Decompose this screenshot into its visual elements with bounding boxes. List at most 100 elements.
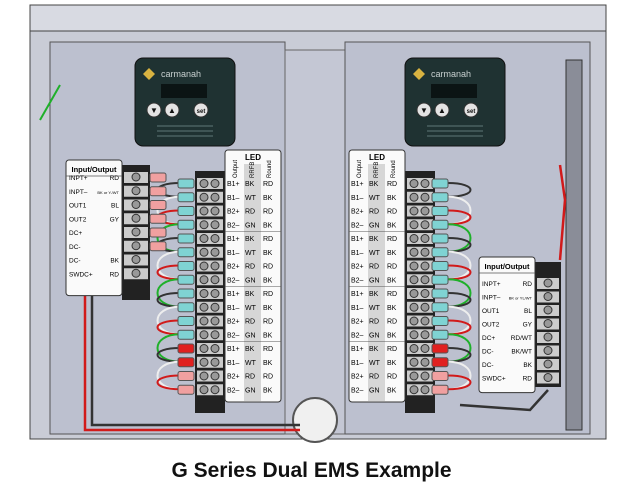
terminal-screw-icon[interactable] [199,371,209,381]
terminal-screw-icon[interactable] [210,330,220,340]
terminal-screw-icon[interactable] [409,385,419,395]
wire-ferrule [177,343,195,354]
terminal-screw-icon[interactable] [420,385,430,395]
terminal-screw-icon[interactable] [420,192,430,202]
terminal [407,329,433,341]
led-row-cell: B2– [351,277,364,284]
terminal-screw-icon[interactable] [199,261,209,271]
terminal-screw-icon[interactable] [543,346,553,355]
terminal-screw-icon[interactable] [543,305,553,315]
controller-button-down[interactable] [416,102,432,118]
terminal-screw-icon[interactable] [543,278,553,288]
terminal-screw-icon[interactable] [420,179,430,188]
terminal-screw-icon[interactable] [420,357,430,367]
terminal-screw-icon[interactable] [199,344,209,353]
led-row-cell: B2– [351,222,364,229]
terminal-screw-icon[interactable] [409,316,419,326]
led-row-cell: BK [369,346,379,353]
terminal-screw-icon[interactable] [210,261,220,271]
terminal-screw-icon[interactable] [543,332,553,342]
terminal-screw-icon[interactable] [409,344,419,353]
io-row-terminal: DC- [69,258,81,265]
terminal-screw-icon[interactable] [210,192,220,202]
terminal-screw-icon[interactable] [131,268,141,278]
terminal-screw-icon[interactable] [210,316,220,326]
terminal-screw-icon[interactable] [199,316,209,326]
terminal-screw-icon[interactable] [409,234,419,243]
terminal-screw-icon[interactable] [420,302,430,312]
controller-button-up[interactable] [434,102,450,118]
terminal-screw-icon[interactable] [199,234,209,243]
terminal-screw-icon[interactable] [131,255,141,264]
terminal-screw-icon[interactable] [543,319,553,328]
terminal-screw-icon[interactable] [199,206,209,216]
terminal-screw-icon[interactable] [210,247,220,257]
terminal-screw-icon[interactable] [409,247,419,257]
terminal-screw-icon[interactable] [420,316,430,326]
terminal-screw-icon[interactable] [210,220,220,230]
terminal-screw-icon[interactable] [409,261,419,271]
terminal-screw-icon[interactable] [409,371,419,381]
terminal-screw-icon[interactable] [409,289,419,298]
controller-button-up[interactable] [164,102,180,118]
terminal-screw-icon[interactable] [199,357,209,367]
terminal-screw-icon[interactable] [131,241,141,251]
terminal-screw-icon[interactable] [420,289,430,298]
terminal-screw-icon[interactable] [210,179,220,188]
terminal-screw-icon[interactable] [420,330,430,340]
led-row-cell: B1– [351,195,364,202]
terminal-screw-icon[interactable] [199,247,209,257]
terminal-screw-icon[interactable] [420,220,430,230]
terminal-screw-icon[interactable] [409,330,419,340]
terminal-screw-icon[interactable] [409,275,419,285]
terminal-screw-icon[interactable] [131,172,141,182]
terminal-screw-icon[interactable] [420,275,430,285]
terminal-screw-icon[interactable] [210,385,220,395]
terminal-screw-icon[interactable] [131,186,141,196]
terminal-screw-icon[interactable] [420,261,430,271]
terminal-screw-icon[interactable] [199,330,209,340]
terminal-screw-icon[interactable] [420,371,430,381]
terminal-screw-icon[interactable] [210,302,220,312]
terminal-screw-icon[interactable] [409,220,419,230]
terminal-screw-icon[interactable] [420,344,430,353]
led-row-cell: RD [245,319,255,326]
terminal-screw-icon[interactable] [409,357,419,367]
terminal-screw-icon[interactable] [199,289,209,298]
terminal-screw-icon[interactable] [409,179,419,188]
terminal-screw-icon[interactable] [199,220,209,230]
controller-button-set[interactable] [193,102,209,118]
terminal-screw-icon[interactable] [199,302,209,312]
terminal-screw-icon[interactable] [409,206,419,216]
terminal-screw-icon[interactable] [210,344,220,353]
terminal-screw-icon[interactable] [409,302,419,312]
terminal-screw-icon[interactable] [210,206,220,216]
terminal-screw-icon[interactable] [210,371,220,381]
terminal-screw-icon[interactable] [420,247,430,257]
terminal-screw-icon[interactable] [131,227,141,237]
terminal [197,288,223,299]
controller-button-down[interactable] [146,102,162,118]
controller-button-set[interactable] [463,102,479,118]
wire-ferrule [149,241,167,252]
terminal-screw-icon[interactable] [420,206,430,216]
terminal-screw-icon[interactable] [131,213,141,223]
terminal-screw-icon[interactable] [199,385,209,395]
terminal-screw-icon[interactable] [210,234,220,243]
led-row-cell: RD [263,374,273,381]
terminal-screw-icon[interactable] [543,292,553,301]
terminal-screw-icon[interactable] [210,275,220,285]
terminal [197,329,223,341]
terminal-screw-icon[interactable] [543,359,553,369]
io-row-color: BK/WT [511,349,532,356]
terminal-screw-icon[interactable] [199,275,209,285]
terminal-screw-icon[interactable] [210,357,220,367]
terminal-screw-icon[interactable] [199,192,209,202]
terminal-screw-icon[interactable] [210,289,220,298]
terminal-screw-icon[interactable] [420,234,430,243]
terminal-screw-icon[interactable] [409,192,419,202]
terminal-screw-icon[interactable] [131,200,141,209]
terminal-screw-icon[interactable] [199,179,209,188]
terminal-screw-icon[interactable] [543,373,553,382]
